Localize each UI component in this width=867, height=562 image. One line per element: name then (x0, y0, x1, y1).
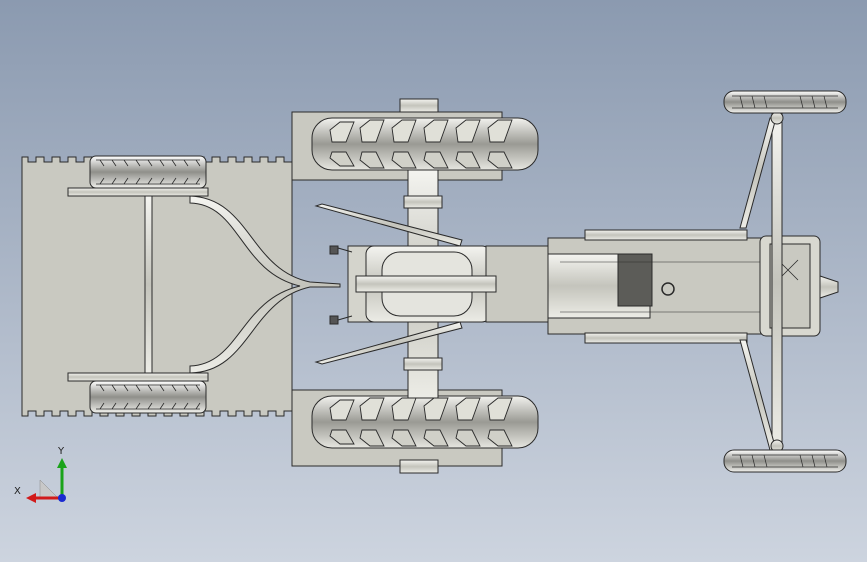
triad-z-axis (58, 494, 66, 502)
y-axis-label: Y (57, 446, 65, 457)
rear-tire-bottom (311, 395, 539, 449)
trailer-wheel-top (89, 155, 207, 189)
engine-block (547, 229, 839, 344)
coordinate-triad: Y X (14, 446, 67, 503)
triad-x-axis (26, 493, 60, 503)
trailer-wheel-bottom (89, 380, 207, 414)
triad-y-axis (57, 458, 67, 496)
rear-tire-top (311, 117, 539, 171)
triad-plane (39, 479, 59, 499)
trailer-frame (67, 187, 341, 382)
front-tire-bottom (723, 449, 847, 473)
transmission-housing (355, 245, 555, 323)
x-axis-label: X (14, 486, 21, 497)
front-tire-top (723, 90, 847, 114)
